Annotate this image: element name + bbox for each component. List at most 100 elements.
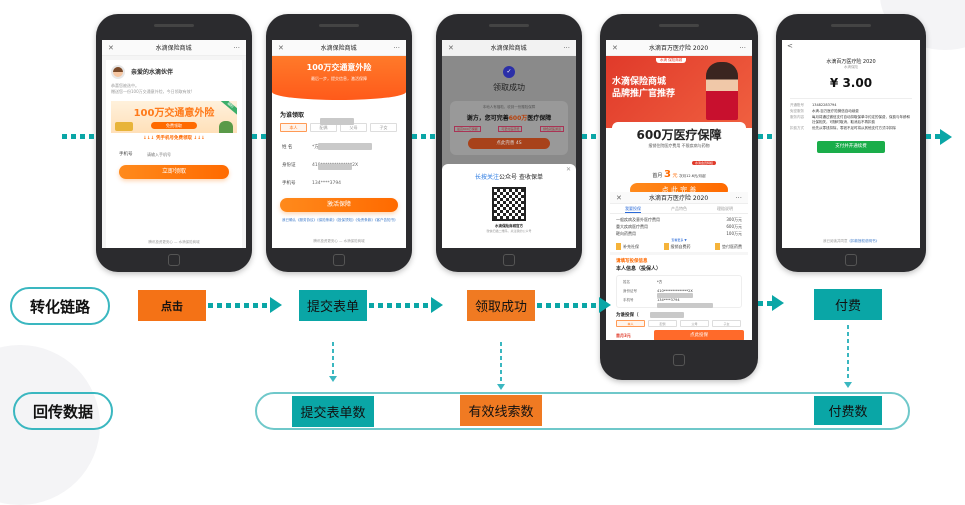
banner-title: 100万交通意外险 (133, 108, 215, 119)
upsell-headline: 谢方，您可完善600万医疗保障 (466, 115, 552, 122)
chip-parents[interactable]: 父母 (680, 320, 709, 327)
tab-features[interactable]: 产品特色 (671, 206, 687, 211)
divider (610, 252, 748, 255)
chip-self[interactable]: 本人 (280, 123, 307, 132)
arrow-right-icon (431, 297, 443, 313)
redaction-bar (318, 143, 372, 150)
amount: ¥ 3.00 (829, 76, 873, 90)
tree-illustration (219, 121, 233, 133)
metric-valid-leads: 有效线索数 (460, 395, 542, 426)
chip-self[interactable]: 本人 (616, 320, 645, 327)
arrow-down-icon (844, 382, 852, 388)
nav-bar: ✕ 水滴百万医疗险 2020 ··· (606, 40, 752, 56)
qr-code[interactable] (492, 187, 526, 221)
step-click: 点击 (138, 290, 206, 321)
more-icon[interactable]: ··· (563, 43, 570, 52)
more-icon[interactable]: ··· (393, 43, 400, 52)
self-title: 本人信息（投保人） (616, 266, 662, 272)
pay-button[interactable]: 支付并开通续费 (817, 141, 885, 153)
authorization-link[interactable]: 《扣款授权说明书》 (847, 239, 880, 243)
modal-title: 长按关注公众号 查收保单 (475, 174, 543, 181)
form-fields: 姓 名*方 身份证410**************2X 手机号134****3… (272, 140, 406, 190)
form-title: 请填写投保信息 (616, 259, 648, 264)
chip-children[interactable]: 子女 (712, 320, 741, 327)
more-icon[interactable]: ··· (735, 193, 742, 202)
feature-item: 报销自费药 (663, 243, 691, 250)
home-button (503, 254, 515, 266)
intro-line: 赠送您一份100万交通意外险，今日领取有效! (111, 89, 193, 94)
qr-name: 水滴保险商城官方 (495, 224, 523, 228)
apply-button[interactable]: 点此投保 (654, 330, 744, 340)
agreement-links[interactable]: 我已确认《服务协议》《保险条款》《投保须知》《免责条款》《客户告知书》 (282, 218, 398, 222)
close-icon[interactable]: ✕ (448, 43, 454, 52)
member-badge: 水滴会员特权 (691, 161, 716, 165)
claim-now-button[interactable]: 立即领取 (119, 165, 229, 179)
flow-connector (252, 134, 266, 139)
tab-claims[interactable]: 理赔说明 (717, 206, 733, 211)
nav-title: 水滴保险商城 (155, 45, 192, 52)
name-field[interactable]: 姓名*方 (623, 280, 663, 284)
show-more-link[interactable]: 查看更多 ▼ (671, 238, 687, 242)
close-icon[interactable]: ✕ (612, 43, 618, 52)
tag: 可垫付医药费 (498, 126, 523, 132)
phone-screen: ✕ 水滴百万医疗险 2020 ··· 水滴 保险商城 水滴保险商城 品牌推广官推… (606, 40, 752, 340)
back-icon[interactable]: < (787, 42, 793, 50)
flow-connector (412, 134, 436, 139)
phone-input[interactable] (147, 151, 217, 157)
spokesperson-photo (706, 62, 738, 120)
promo-banner[interactable]: 100万交通意外险 免费领取 福利 (111, 101, 237, 133)
footer-text: 腾讯投资更安心 — 水滴保险商城 (313, 239, 365, 243)
row-label-conversion-chain: 转化链路 (10, 287, 110, 325)
phone-mockup-click: ✕ 水滴保险商城 ··· 亲爱的水滴伙伴 恭喜您被选中。 赠送您一份100万交通… (96, 14, 252, 272)
complete-button[interactable]: 点此完善 4S (468, 138, 550, 149)
redaction-bar (318, 164, 352, 170)
chip-children[interactable]: 子女 (370, 123, 397, 132)
step-claim-success: 领取成功 (467, 290, 535, 321)
chip-spouse[interactable]: 配偶 (648, 320, 677, 327)
second-page: ✕ 水滴百万医疗险 2020 ··· 我要投保 产品特色 理赔说明 一般疾病及意… (610, 192, 748, 340)
close-icon[interactable]: ✕ (108, 43, 114, 52)
redaction-bar (320, 118, 354, 125)
avatar (111, 65, 125, 79)
nav-title: 水滴保险商城 (320, 45, 357, 52)
activate-button[interactable]: 激活保障 (280, 198, 398, 212)
phone-value: 134****3794 (312, 180, 342, 186)
close-icon[interactable]: ✕ (278, 43, 284, 52)
name-field[interactable]: 姓 名*方 (272, 140, 406, 154)
metric-payments: 付费数 (814, 396, 882, 425)
phone-screen: ✕ 水滴保险商城 ··· ✓ 领取成功 本地人有福啦，收到一份赠险保障 谢方，您… (442, 40, 576, 248)
home-button (845, 254, 857, 266)
upsell-tags: 最高600万保额 可垫付医药费 绿色就医通道 (454, 126, 564, 132)
more-icon[interactable]: ··· (233, 43, 240, 52)
redaction-bar (650, 312, 684, 318)
tab-apply[interactable]: 我要投保 (625, 206, 641, 213)
tabs: 我要投保 产品特色 理赔说明 (610, 204, 748, 214)
feature-item: 垫付医药费 (715, 243, 742, 250)
tag: 绿色就医通道 (539, 126, 564, 132)
relation-chips: 本人 配偶 父母 子女 (272, 118, 406, 132)
qr-hint: 微信扫描二维码，关注我的公众号 (486, 229, 532, 233)
metric-form-submissions: 提交表单数 (292, 396, 374, 427)
feature-row: 补充社保 报销自费药 垫付医药费 (616, 243, 742, 250)
upsell-card: 本地人有福啦，收到一份赠险保障 谢方，您可完善600万医疗保障 最高600万保额… (450, 101, 568, 155)
close-icon[interactable]: ✕ (565, 166, 571, 173)
flow-connector (62, 134, 96, 139)
close-icon[interactable]: ✕ (616, 193, 622, 202)
phone-speaker (154, 24, 194, 27)
redaction-bar (657, 293, 693, 298)
step-submit-form: 提交表单 (299, 290, 367, 321)
more-icon[interactable]: ··· (739, 43, 746, 52)
detail-row: 扣费方式优先从零钱扣除，零钱不足时将从其他支付方式中扣除 (790, 126, 896, 130)
intro-line: 恭喜您被选中。 (111, 83, 139, 88)
brand-badge: 水滴 保险商城 (656, 58, 687, 63)
